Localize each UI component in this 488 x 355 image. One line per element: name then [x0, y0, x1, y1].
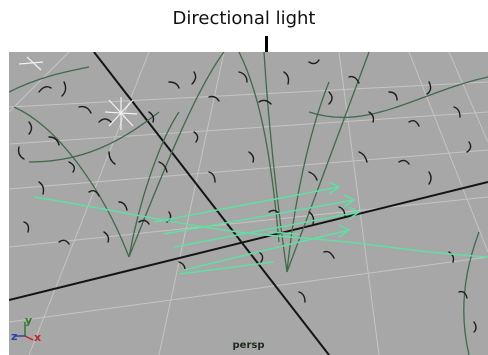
- ground-grid: [9, 52, 488, 355]
- scene-render: [9, 52, 488, 355]
- camera-label: persp: [232, 340, 265, 351]
- perspective-viewport[interactable]: y z x persp: [9, 52, 488, 355]
- grid-axis-x: [9, 181, 488, 301]
- axis-z-label: z: [11, 330, 18, 343]
- directional-light-callout-label: Directional light: [172, 8, 316, 29]
- axis-y-label: y: [25, 314, 33, 327]
- plant-leaves: [17, 59, 477, 333]
- directional-light-icon: [33, 181, 488, 275]
- grid-axis-z: [93, 52, 330, 355]
- axis-x-label: x: [34, 331, 42, 344]
- light-gizmo-icon: [18, 56, 138, 130]
- axis-gizmo: [15, 322, 34, 341]
